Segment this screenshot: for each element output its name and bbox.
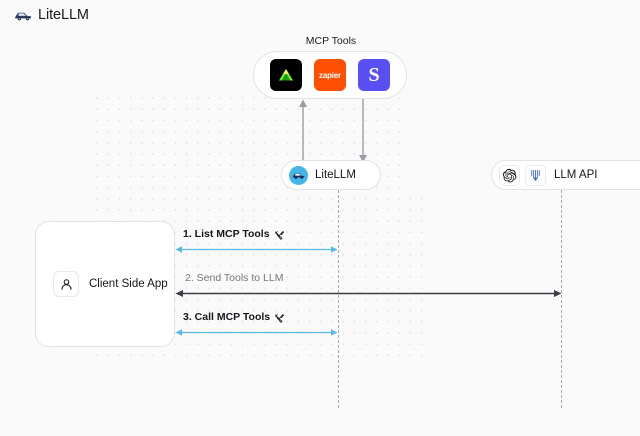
node-litellm[interactable]: LiteLLM [281,160,381,190]
tools-to-litellm-up-arrow [299,99,307,163]
litellm-lifeline [338,190,339,408]
tools-wrench-icon [275,313,285,323]
message-2-label: 2. Send Tools to LLM [185,272,284,284]
brand-bar: LiteLLM [0,0,640,30]
node-llm-api-label: LLM API [554,169,598,181]
message-1-label: 1. List MCP Tools [183,228,270,240]
node-llm-api[interactable]: LLM API [491,160,640,190]
linear-icon[interactable] [270,59,302,91]
slack-s-glyph: S [368,64,380,86]
person-glyph-icon [60,278,72,290]
message-3-label: 3. Call MCP Tools [183,311,271,323]
message-row-1: 1. List MCP Tools [175,228,338,254]
message-3-arrow [175,329,338,336]
message-2-arrow [175,290,562,297]
message-row-3: 3. Call MCP Tools [175,311,338,337]
litellm-avatar-icon [289,165,308,185]
llmapi-lifeline [561,190,562,408]
node-litellm-label: LiteLLM [315,169,356,181]
openai-flower-glyph-icon [502,168,517,182]
litellm-to-tools-down-arrow [359,99,367,163]
brand-name: LiteLLM [38,7,89,23]
message-row-2: 2. Send Tools to LLM [175,272,562,298]
tools-wrench-icon [274,230,284,240]
message-1-label-group: 1. List MCP Tools [183,228,285,240]
slack-s-icon[interactable]: S [358,59,390,91]
zapier-icon[interactable]: zapier [314,59,346,91]
zapier-wordmark: zapier [319,70,341,80]
node-client-side-app[interactable]: Client Side App [35,221,175,347]
message-3-label-group: 3. Call MCP Tools [183,311,285,323]
canvas-mask-bottom [0,356,640,436]
litellm-truck-glyph-icon [292,173,305,179]
mcp-tools-group-box[interactable]: zapier S [253,51,407,99]
message-2-label-group: 2. Send Tools to LLM [185,272,283,284]
user-person-icon [53,271,79,297]
litellm-truck-logo-icon [15,12,31,21]
mcp-tools-group-label: MCP Tools [305,35,357,47]
message-1-arrow [175,246,338,253]
triangle-glyph-icon [279,69,293,81]
node-client-side-app-label: Client Side App [89,278,168,290]
openai-logo-icon [499,164,520,186]
anthropic-glyph-icon [531,169,540,181]
anthropic-logo-icon [525,164,546,186]
